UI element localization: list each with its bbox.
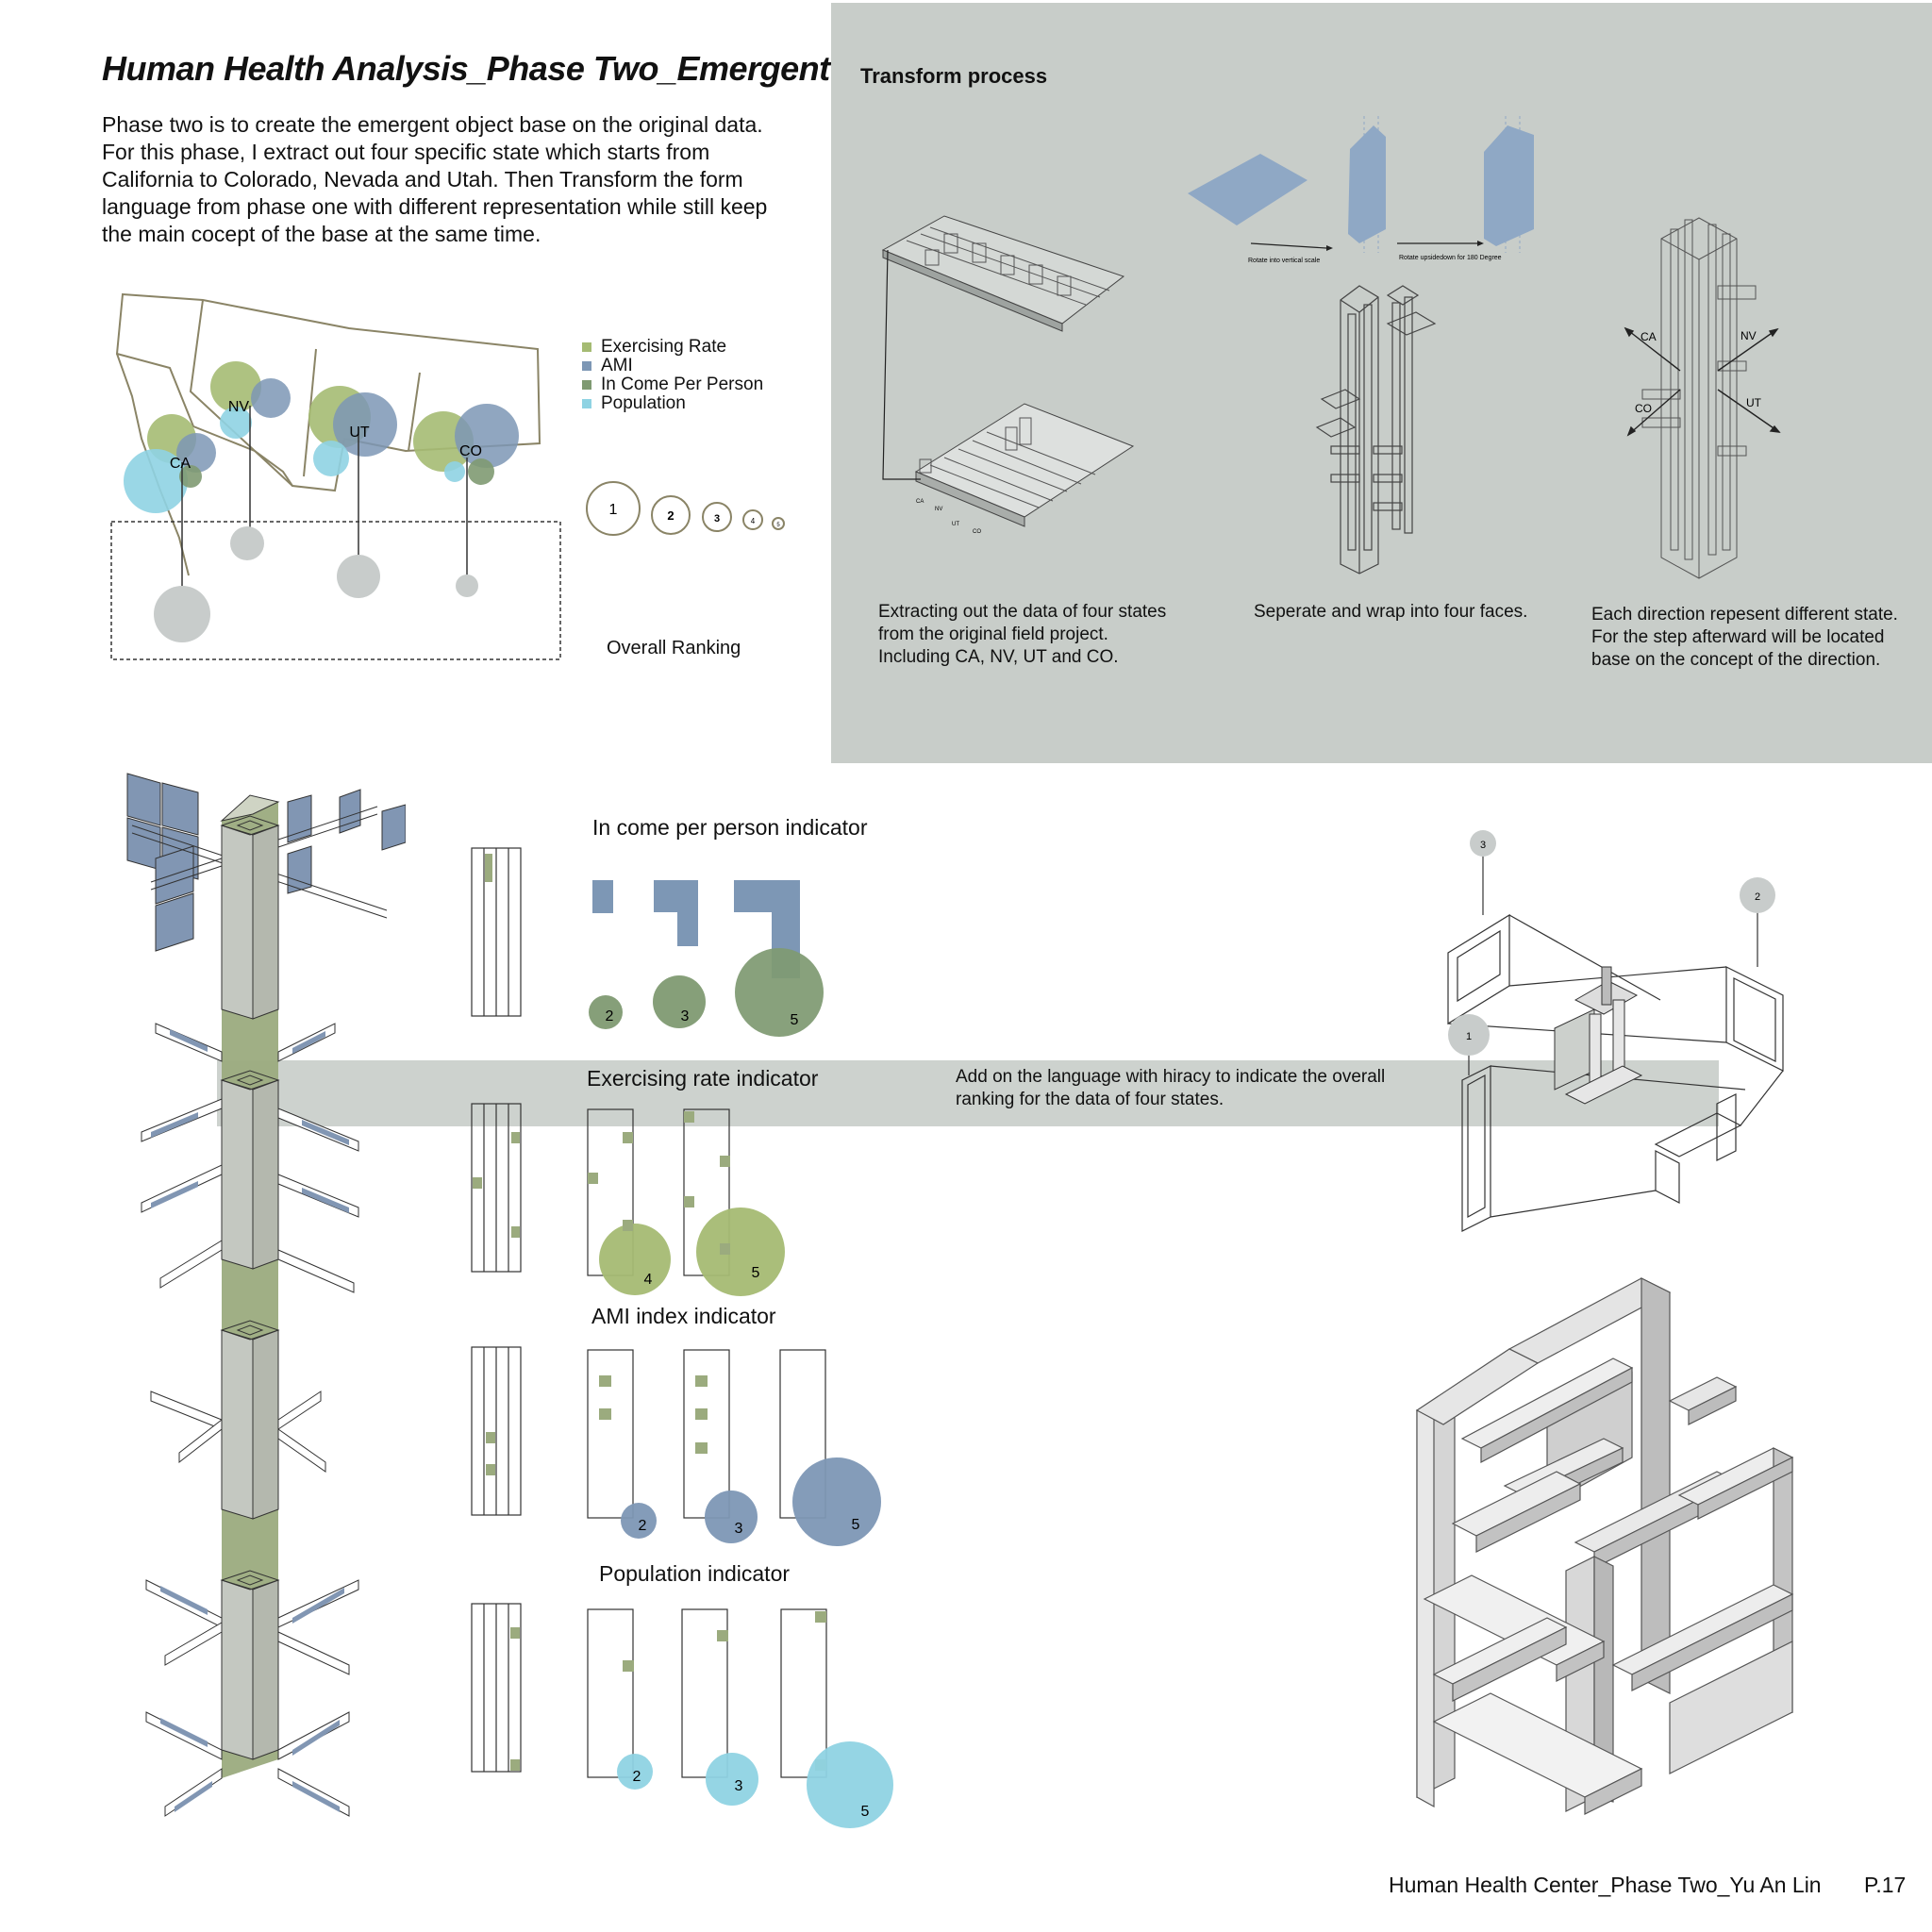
ami-rank-3: 3 [735, 1521, 743, 1537]
rank-number-4: 4 [751, 517, 756, 525]
ut-ami-circle [333, 392, 397, 457]
blue-vertical-shape-2 [1484, 125, 1534, 246]
rank-number-2: 2 [667, 508, 674, 523]
direction-tower [1641, 217, 1757, 579]
co-rank-circle [456, 575, 478, 597]
blue-flat-shape [1188, 154, 1307, 225]
dir-label-ut: UT [1746, 396, 1762, 409]
ca-rank-circle [154, 586, 210, 642]
ut-rank-circle [337, 555, 380, 598]
population-indicator: 2 3 5 [587, 1608, 893, 1828]
legend: Exercising Rate AMI In Come Per Person P… [582, 337, 763, 413]
ami-rank-5: 5 [852, 1517, 860, 1533]
ranking-scale: 1 2 3 4 5 [586, 481, 785, 536]
arrow-label-upsidedown: Rotate upsidedown for 180 Degree [1399, 255, 1502, 261]
mini-label-ca: CA [916, 499, 924, 505]
field-model-top [881, 215, 1125, 332]
transform-panel [831, 3, 1932, 763]
map-label-co: CO [459, 443, 482, 459]
wrapped-tower [1315, 285, 1437, 575]
field-model-bottom [914, 403, 1135, 527]
intro-paragraph: Phase two is to create the emergent obje… [102, 112, 768, 246]
dir-label-ca: CA [1641, 330, 1657, 343]
nv-exercise-circle [210, 361, 261, 412]
co-population-circle [444, 461, 465, 482]
blue-vertical-shape-1 [1348, 125, 1386, 243]
map-label-ca: CA [170, 456, 192, 472]
population-rank-3: 3 [735, 1778, 743, 1794]
nv-ami-circle [251, 378, 291, 418]
transform-title: Transform process [860, 64, 1048, 88]
nv-border [189, 299, 293, 487]
legend-item-ami: AMI [582, 356, 763, 375]
mini-label-nv: NV [935, 507, 942, 512]
legend-label: In Come Per Person [601, 375, 764, 394]
income-indicator-title: In come per person indicator [592, 815, 868, 840]
income-rank-2: 2 [606, 1008, 614, 1024]
population-indicator-title: Population indicator [599, 1561, 791, 1586]
legend-swatch [582, 361, 591, 371]
exercise-indicator-title: Exercising rate indicator [587, 1066, 819, 1091]
ami-indicator: 2 3 5 [587, 1349, 881, 1546]
nv-population-circle [220, 407, 252, 439]
transform-drawings: CA NV UT CO Rotate into vertical scale R… [881, 116, 1781, 579]
dir-label-nv: NV [1740, 329, 1757, 342]
income-rank-3: 3 [681, 1008, 690, 1024]
legend-label: Population [601, 393, 686, 413]
rank-number-3: 3 [714, 513, 720, 525]
legend-label: Exercising Rate [601, 337, 727, 357]
exercise-rank-4: 4 [644, 1272, 653, 1288]
transform-caption-direction: Each direction repesent different state.… [1591, 605, 1898, 670]
legend-swatch [582, 380, 591, 390]
legend-label: AMI [601, 356, 633, 375]
co-income-circle [468, 458, 494, 485]
exploded-frames-diagram: 3 2 1 [1447, 830, 1784, 1232]
transform-caption-extract: Extracting out the data of four states f… [878, 602, 1167, 667]
co-ami-circle [455, 404, 519, 468]
exercise-rank-5: 5 [752, 1265, 760, 1281]
mini-label-ut: UT [952, 522, 959, 527]
exploded-label-1: 1 [1466, 1031, 1472, 1042]
map-outline [115, 292, 541, 492]
ami-indicator-title: AMI index indicator [591, 1304, 776, 1328]
arrow-label-vertical: Rotate into vertical scale [1248, 258, 1320, 264]
footer-title: Human Health Center_Phase Two_Yu An Lin [1389, 1873, 1822, 1897]
co-border [408, 372, 421, 452]
rank-number-5: 5 [776, 523, 780, 528]
nv-rank-circle [230, 526, 264, 560]
band-caption: Add on the language with hiracy to indic… [956, 1067, 1386, 1109]
transform-caption-wrap: Seperate and wrap into four faces. [1254, 602, 1528, 622]
legend-item-income: In Come Per Person [582, 375, 763, 394]
ca-ami-circle [176, 433, 216, 473]
dir-label-co: CO [1635, 402, 1652, 415]
page-title: Human Health Analysis_Phase Two_Emergent [102, 49, 830, 88]
solid-structure-model [1415, 1277, 1794, 1815]
indicator-stripes [471, 847, 522, 1773]
income-rank-5: 5 [791, 1012, 799, 1028]
exploded-label-3: 3 [1480, 840, 1486, 851]
left-tower [126, 773, 406, 1817]
overall-ranking-label: Overall Ranking [607, 638, 741, 658]
legend-swatch [582, 399, 591, 408]
population-rank-2: 2 [633, 1769, 641, 1785]
exploded-label-2: 2 [1755, 891, 1760, 903]
map-label-nv: NV [228, 399, 250, 415]
ca-income-circle [179, 465, 202, 488]
legend-swatch [582, 342, 591, 352]
exercise-indicator: 4 5 [587, 1108, 785, 1296]
map-label-ut: UT [349, 425, 370, 441]
population-rank-5: 5 [861, 1804, 870, 1820]
state-map-diagram: NV UT CA CO [110, 292, 561, 660]
ranking-dashed-box [110, 521, 561, 660]
page-number: P.17 [1864, 1873, 1907, 1897]
rank-number-1: 1 [609, 502, 618, 518]
ami-rank-2: 2 [639, 1518, 647, 1534]
legend-item-population: Population [582, 393, 763, 413]
direction-arrows [1624, 326, 1781, 437]
ut-population-circle [313, 441, 349, 476]
legend-item-exercise: Exercising Rate [582, 337, 763, 357]
income-indicator: 2 3 5 [589, 880, 824, 1037]
mini-label-co: CO [973, 529, 981, 535]
ca-population-circle [124, 449, 188, 513]
